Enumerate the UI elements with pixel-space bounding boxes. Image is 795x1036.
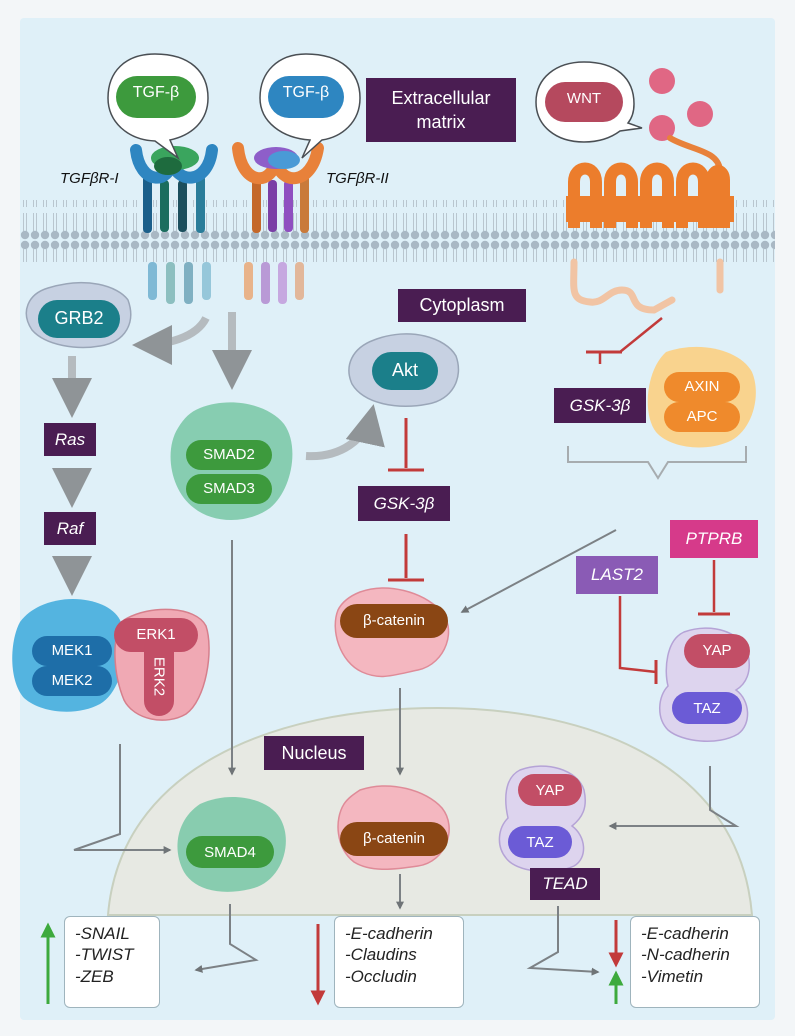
destruction-complex-bracket bbox=[567, 446, 747, 480]
ras-label: Ras bbox=[44, 423, 96, 456]
arrow-yaptaz-to-nucleus bbox=[608, 766, 740, 830]
grb2-pill bbox=[38, 300, 120, 338]
taz-cyto-pill bbox=[672, 692, 742, 724]
tead-label: TEAD bbox=[530, 868, 600, 900]
nucleus-label: Nucleus bbox=[264, 736, 364, 770]
yap-nuc-label: YAP bbox=[535, 782, 565, 799]
mek2-pill bbox=[32, 666, 112, 696]
tgfbr2-receptor bbox=[232, 142, 324, 304]
extracellular-matrix-label: Extracellular matrix bbox=[366, 78, 516, 142]
akt-label: Akt bbox=[391, 360, 418, 380]
bcatenin-cyto-pill bbox=[340, 604, 448, 638]
tgfb-bubble-left bbox=[107, 53, 209, 161]
inhibit-frizzled-gsk bbox=[619, 317, 663, 353]
cytoplasm-label: Cytoplasm bbox=[398, 289, 526, 322]
target-gene: -TWIST bbox=[75, 945, 134, 965]
arrow-destruction-to-bcatenin bbox=[460, 529, 617, 613]
smad3-label: SMAD3 bbox=[203, 480, 255, 497]
target-gene: -E-cadherin bbox=[641, 924, 729, 943]
wnt-bubble bbox=[535, 61, 643, 143]
mek1-pill bbox=[32, 636, 112, 666]
taz-nuc-pill bbox=[508, 826, 572, 858]
bcatenin-nuc-pill bbox=[340, 822, 448, 856]
tgfb-bubble-right bbox=[259, 53, 361, 159]
target-gene: -Claudins bbox=[345, 945, 417, 965]
arrow-erk-to-smad4 bbox=[73, 744, 172, 854]
tgfbr1-label: TGFβR-I bbox=[60, 170, 119, 187]
arrow-receptor-to-grb2 bbox=[132, 315, 210, 365]
bcatenin-nuc-label: β-catenin bbox=[363, 830, 425, 847]
arrow-smad-to-akt bbox=[305, 404, 385, 461]
grb2-label: GRB2 bbox=[54, 308, 104, 328]
arrow-tead-to-cadherin bbox=[526, 906, 600, 976]
target-genes-right: -E-cadherin -N-cadherin -Vimetin bbox=[630, 916, 760, 1008]
frizzled-receptor bbox=[566, 135, 734, 314]
target-gene: -SNAIL bbox=[75, 924, 130, 943]
target-gene: -Vimetin bbox=[641, 966, 704, 986]
target-genes-left: -SNAIL -TWIST -ZEB bbox=[64, 916, 160, 1008]
bcatenin-cyto-label: β-catenin bbox=[363, 612, 425, 629]
tgfbr2-label: TGFβR-II bbox=[326, 170, 389, 187]
arrow-smad4-to-snail bbox=[194, 904, 259, 973]
erk2-label: ERK2 bbox=[150, 656, 168, 697]
taz-nuc-label: TAZ bbox=[526, 834, 554, 851]
target-gene: -E-cadherin bbox=[345, 924, 433, 943]
axin-label: AXIN bbox=[684, 378, 720, 395]
smad2-label: SMAD2 bbox=[203, 446, 255, 463]
raf-label: Raf bbox=[44, 512, 96, 545]
smad3-pill bbox=[186, 474, 272, 504]
tgfbr1-receptor bbox=[130, 144, 218, 304]
gsk3b-mid-label: GSK-3β bbox=[358, 486, 450, 521]
taz-cyto-label: TAZ bbox=[693, 700, 721, 717]
wnt-label: WNT bbox=[566, 90, 602, 107]
target-gene: -N-cadherin bbox=[641, 945, 730, 965]
yap-nuc-pill bbox=[518, 774, 582, 806]
erk1-pill bbox=[114, 618, 198, 652]
smad4-label: SMAD4 bbox=[204, 844, 256, 861]
wnt-ligand bbox=[649, 115, 675, 141]
target-genes-middle: -E-cadherin -Claudins -Occludin bbox=[334, 916, 464, 1008]
ptprb-label: PTPRB bbox=[670, 520, 758, 558]
akt-pill bbox=[372, 352, 438, 390]
erk2-pill bbox=[144, 636, 174, 716]
mek2-label: MEK2 bbox=[51, 672, 93, 689]
tgfb-right-label: TGF-β bbox=[282, 84, 330, 101]
axin-pill bbox=[664, 372, 740, 402]
gsk3b-right-label: GSK-3β bbox=[554, 388, 646, 423]
wnt-ligand bbox=[687, 101, 713, 127]
tgfb-left-label: TGF-β bbox=[132, 84, 180, 101]
yap-cyto-pill bbox=[684, 634, 750, 668]
apc-label: APC bbox=[686, 408, 718, 425]
erk1-label: ERK1 bbox=[136, 626, 176, 643]
mek1-label: MEK1 bbox=[51, 642, 93, 659]
last2-label: LAST2 bbox=[576, 556, 658, 594]
smad4-pill bbox=[186, 836, 274, 868]
wnt-ligand bbox=[649, 68, 675, 94]
apc-pill bbox=[664, 402, 740, 432]
smad2-pill bbox=[186, 440, 272, 470]
target-gene: -Occludin bbox=[345, 966, 417, 986]
target-gene: -ZEB bbox=[75, 966, 114, 986]
yap-cyto-label: YAP bbox=[702, 642, 732, 659]
inhibit-last2-taz bbox=[618, 596, 657, 674]
